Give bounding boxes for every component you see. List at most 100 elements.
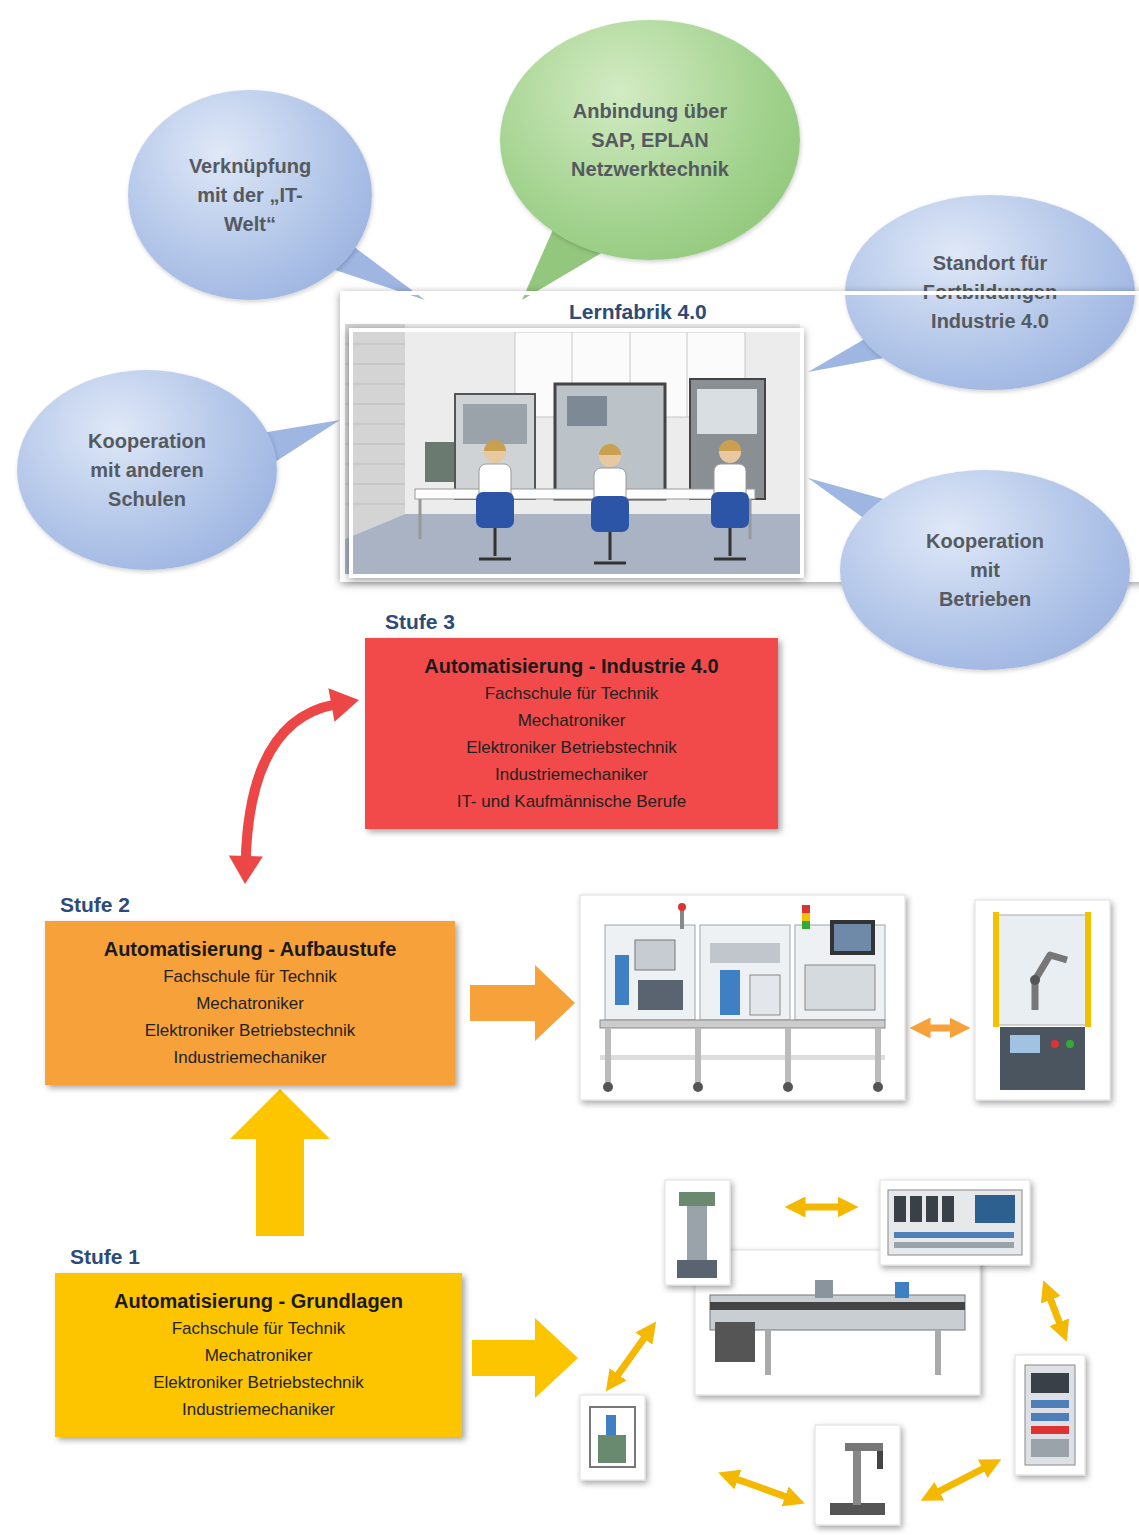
- bubble-text: Kooperation mit Betrieben: [923, 527, 1048, 614]
- conveyor-frame-part: [895, 1282, 909, 1298]
- station-frame-part: [687, 1206, 707, 1261]
- stage-label: Stufe 3: [365, 605, 778, 638]
- station-frame-part: [679, 1192, 715, 1206]
- learning-factory-room-part-part: [345, 344, 405, 345]
- conveyor-frame-part: [765, 1330, 771, 1375]
- stage-block: Stufe 2Automatisierung - AufbaustufeFach…: [45, 888, 455, 1085]
- training-stations-frame-part: [802, 905, 810, 913]
- robot-cell-frame-part: [1010, 1035, 1040, 1053]
- training-stations-frame-part: [600, 1020, 885, 1028]
- box-line: Elektroniker Betriebstechnik: [73, 1369, 444, 1396]
- robot-cell-frame-part: [1051, 1040, 1059, 1048]
- yellow-double-arrows-part: [612, 1330, 650, 1383]
- controller-frame-part: [1015, 1355, 1085, 1475]
- block-arrow: [230, 1089, 330, 1236]
- controller-frame: [1015, 1355, 1085, 1475]
- box-line: Fachschule für Technik: [383, 680, 760, 707]
- robot-cell-frame-part: [1000, 1027, 1085, 1090]
- training-stations-frame-part: [615, 955, 629, 1005]
- training-stations-frame-part: [680, 909, 684, 929]
- plc-frame-part: [942, 1196, 954, 1222]
- training-stations-frame-part: [873, 1082, 883, 1092]
- training-stations-frame-part: [695, 1028, 701, 1083]
- conveyor-frame-part: [815, 1280, 833, 1298]
- plc-frame-part: [926, 1196, 938, 1222]
- learning-factory-room-part: [591, 444, 629, 563]
- controller-frame-part: [1031, 1413, 1069, 1421]
- robot-cell-frame-part: [993, 912, 999, 1027]
- training-stations-frame-part: [580, 895, 905, 1100]
- stage-block: Stufe 3 Automatisierung - Industrie 4.0Fa…: [365, 605, 778, 829]
- training-stations-frame-part: [802, 913, 810, 921]
- pick-station-frame-part: [877, 1451, 883, 1469]
- pick-station-frame-part: [815, 1425, 900, 1525]
- connector-line: [246, 704, 336, 860]
- box-line: Mechatroniker: [73, 1342, 444, 1369]
- controller-frame-part: [1031, 1426, 1069, 1434]
- plc-frame-part: [894, 1196, 906, 1222]
- connector: [230, 1089, 330, 1236]
- learning-factory-room-part: [697, 389, 757, 434]
- robot-cell-frame-part: [1035, 955, 1067, 1010]
- plc-frame-part: [894, 1232, 1014, 1238]
- learning-factory-room-part: [345, 344, 405, 504]
- orange-double-arrow: [920, 1028, 960, 1029]
- robot-cell-frame-part: [997, 915, 1087, 1025]
- stage-block: Stufe 1Automatisierung - GrundlagenFachs…: [55, 1240, 462, 1437]
- controller-frame-part: [1031, 1400, 1069, 1408]
- training-stations-frame-part: [802, 921, 810, 929]
- robot-cell-frame-part: [1030, 975, 1040, 985]
- plc-frame-part: [910, 1196, 922, 1222]
- training-stations-frame-part: [700, 925, 790, 1020]
- learning-factory-room-part: [419, 499, 422, 539]
- small-station-frame-part: [606, 1415, 616, 1435]
- controller-frame-part: [1031, 1373, 1069, 1393]
- station-frame: [665, 1180, 730, 1285]
- learning-factory-room-part-part: [345, 484, 405, 485]
- orange-double-arrow-part: [920, 1025, 960, 1032]
- learning-factory-room-part-part: [345, 424, 405, 425]
- training-stations-frame-part: [720, 970, 740, 1015]
- speech-bubble: Kooperation mit anderen Schulen: [17, 370, 277, 570]
- training-stations-frame-part: [603, 1082, 613, 1092]
- conveyor-frame-part: [935, 1330, 941, 1375]
- training-stations-frame-part: [834, 924, 871, 951]
- yellow-block-arrow-part: [472, 1318, 578, 1398]
- box-title: Automatisierung - Industrie 4.0: [383, 652, 760, 680]
- learning-factory-room-part: [345, 324, 405, 539]
- plc-frame-part: [888, 1190, 1022, 1255]
- box-line: Industriemechaniker: [383, 761, 760, 788]
- training-stations-frame: [580, 895, 905, 1100]
- station-frame-part: [665, 1180, 730, 1285]
- stage-label: Stufe 2: [45, 888, 455, 921]
- learning-factory-room-part: [463, 404, 527, 444]
- box-line: Elektroniker Betriebstechnik: [383, 734, 760, 761]
- training-stations-frame-part: [600, 1055, 885, 1060]
- training-stations-frame-part: [678, 903, 686, 911]
- speech-bubble: Kooperation mit Betrieben: [840, 470, 1130, 670]
- section-heading: Lernfabrik 4.0: [344, 295, 1139, 328]
- training-stations-frame-part: [750, 975, 780, 1015]
- learning-factory-room-part: [711, 440, 749, 559]
- bubble-text: Anbindung über SAP, EPLAN Netzwerktechni…: [565, 97, 735, 184]
- plc-frame-part: [894, 1242, 1014, 1248]
- training-stations-frame-part: [638, 980, 683, 1010]
- training-stations-frame-part: [693, 1082, 703, 1092]
- plc-frame-part: [975, 1195, 1015, 1223]
- small-station-frame-part: [590, 1407, 635, 1467]
- training-stations-frame-part: [875, 1028, 881, 1083]
- speech-bubble: Anbindung über SAP, EPLAN Netzwerktechni…: [500, 20, 800, 260]
- training-stations-frame-part: [605, 1028, 611, 1083]
- box-title: Automatisierung - Aufbaustufe: [63, 935, 437, 963]
- learning-factory-room-part-part: [345, 464, 405, 465]
- conveyor-frame-part: [715, 1322, 755, 1362]
- training-stations-frame-part: [710, 943, 780, 963]
- training-stations-frame-part: [805, 965, 875, 1010]
- learning-factory-room-part-part: [345, 444, 405, 445]
- stage-label: Stufe 1: [55, 1240, 462, 1273]
- orange-block-arrow-part: [470, 965, 575, 1041]
- box-line: Fachschule für Technik: [73, 1315, 444, 1342]
- pick-station-frame: [815, 1425, 900, 1525]
- conveyor-frame: [695, 1250, 980, 1395]
